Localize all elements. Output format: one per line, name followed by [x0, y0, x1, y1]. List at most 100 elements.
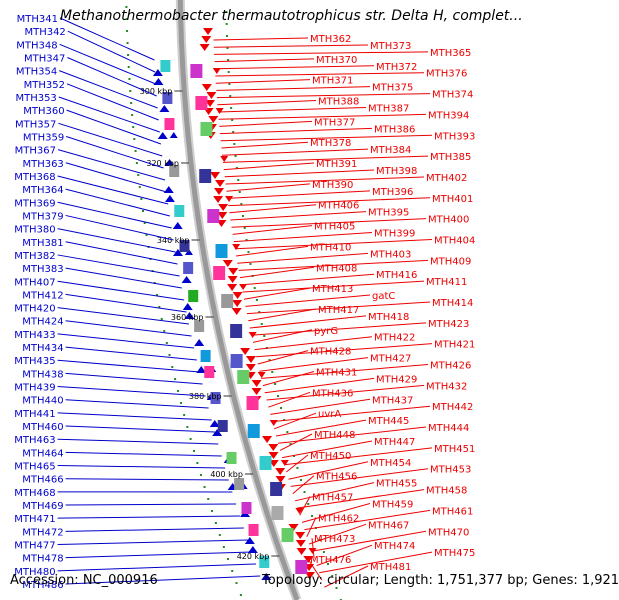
right-gene-label: MTH399 — [374, 229, 415, 240]
right-gene-label: MTH362 — [310, 34, 351, 45]
right-gene-leader — [270, 398, 371, 415]
left-gene-label: MTH341 — [17, 14, 58, 25]
right-gene-leader — [245, 294, 371, 307]
right-gene-leader — [221, 141, 309, 149]
right-gene-label: MTH416 — [376, 270, 417, 281]
right-gene-label: MTH374 — [432, 90, 473, 101]
track-tick — [126, 42, 129, 44]
right-gene-leader — [242, 280, 425, 293]
right-gene-label: MTH402 — [426, 173, 467, 184]
track-tick — [155, 294, 158, 296]
right-gene-label: MTH409 — [430, 256, 471, 267]
left-gene-label: MTH440 — [22, 396, 63, 407]
feature-box — [194, 320, 205, 332]
right-gene-label: MTH437 — [372, 395, 413, 406]
right-gene-leader — [236, 245, 309, 257]
right-strand-gene-arrow — [199, 44, 210, 51]
left-gene-leader — [57, 438, 219, 445]
track-tick — [322, 551, 325, 553]
left-gene-leader — [65, 425, 215, 433]
right-gene-leader — [238, 259, 429, 271]
right-strand-gene-arrow — [227, 284, 238, 291]
right-gene-leader — [261, 364, 429, 379]
right-gene-leader — [213, 37, 309, 41]
left-gene-leader — [59, 70, 158, 109]
right-gene-label: MTH371 — [312, 76, 353, 87]
track-tick — [128, 78, 131, 80]
left-gene-leader — [57, 280, 185, 301]
left-gene-leader — [57, 254, 180, 277]
right-gene-label: MTH373 — [370, 41, 411, 52]
track-tick — [141, 210, 144, 212]
right-gene-label: MTH385 — [430, 152, 471, 163]
left-gene-label: MTH348 — [16, 40, 57, 51]
right-gene-label: MTH431 — [316, 367, 357, 378]
right-strand-gene-arrow — [218, 204, 229, 211]
right-gene-leader — [217, 100, 317, 106]
right-gene-leader — [254, 336, 373, 351]
right-gene-leader — [214, 51, 429, 55]
right-gene-label: MTH405 — [314, 222, 355, 233]
left-gene-leader — [65, 241, 178, 265]
right-strand-gene-arrow — [228, 268, 239, 275]
right-gene-label: MTH456 — [316, 472, 357, 483]
right-gene-label: MTH447 — [374, 437, 415, 448]
right-gene-label: MTH426 — [430, 361, 471, 372]
right-gene-label: MTH422 — [374, 333, 415, 344]
left-strand-gene-arrow — [172, 249, 183, 256]
track-tick — [277, 395, 280, 397]
left-gene-label: MTH412 — [22, 290, 63, 301]
track-tick — [289, 443, 292, 445]
left-gene-label: MTH468 — [14, 488, 55, 499]
right-strand-gene-arrow — [262, 436, 273, 443]
track-tick — [168, 354, 171, 356]
left-gene-label: MTH469 — [22, 501, 63, 512]
right-strand-gene-arrow — [251, 388, 262, 395]
left-gene-label: MTH359 — [23, 132, 64, 143]
right-strand-gene-arrow — [222, 260, 233, 267]
track-tick — [199, 474, 202, 476]
track-tick — [227, 59, 230, 61]
left-gene-leader — [57, 563, 257, 572]
left-gene-leader — [57, 539, 248, 546]
left-gene-leader — [59, 43, 157, 85]
left-gene-leader — [65, 214, 174, 241]
right-gene-leader — [241, 273, 375, 286]
left-gene-leader — [65, 162, 167, 193]
feature-box — [174, 205, 185, 217]
right-gene-label: MTH428 — [310, 347, 351, 358]
left-gene-leader — [65, 372, 203, 385]
track-tick — [143, 222, 146, 224]
track-tick — [177, 390, 180, 392]
track-tick — [241, 215, 244, 217]
left-gene-label: MTH471 — [14, 514, 55, 525]
left-strand-gene-arrow — [184, 312, 195, 319]
right-gene-label: MTH459 — [372, 499, 413, 510]
left-gene-leader — [57, 149, 166, 181]
left-gene-label: MTH360 — [23, 106, 64, 117]
left-gene-label: MTH382 — [14, 251, 55, 262]
track-tick — [174, 378, 177, 380]
track-tick — [233, 143, 236, 145]
left-gene-leader — [58, 96, 160, 133]
track-tick — [235, 582, 238, 584]
right-gene-label: MTH404 — [434, 235, 475, 246]
left-gene-leader — [66, 83, 159, 121]
right-gene-label: MTH432 — [426, 381, 467, 392]
right-strand-gene-arrow — [239, 284, 248, 290]
left-strand-gene-arrow — [182, 303, 193, 310]
track-tick — [211, 510, 214, 512]
track-tick — [286, 431, 289, 433]
right-gene-label: MTH457 — [312, 493, 353, 504]
right-gene-leader — [278, 426, 427, 444]
right-gene-label: MTH462 — [318, 513, 359, 524]
left-gene-leader — [57, 333, 195, 349]
left-gene-label: MTH438 — [22, 369, 63, 380]
feature-box — [221, 294, 234, 308]
right-gene-leader — [222, 155, 429, 163]
left-strand-gene-arrow — [244, 537, 255, 544]
feature-box — [200, 122, 213, 136]
left-gene-label: MTH407 — [14, 277, 55, 288]
right-gene-leader — [218, 113, 427, 120]
track-tick — [135, 162, 138, 164]
